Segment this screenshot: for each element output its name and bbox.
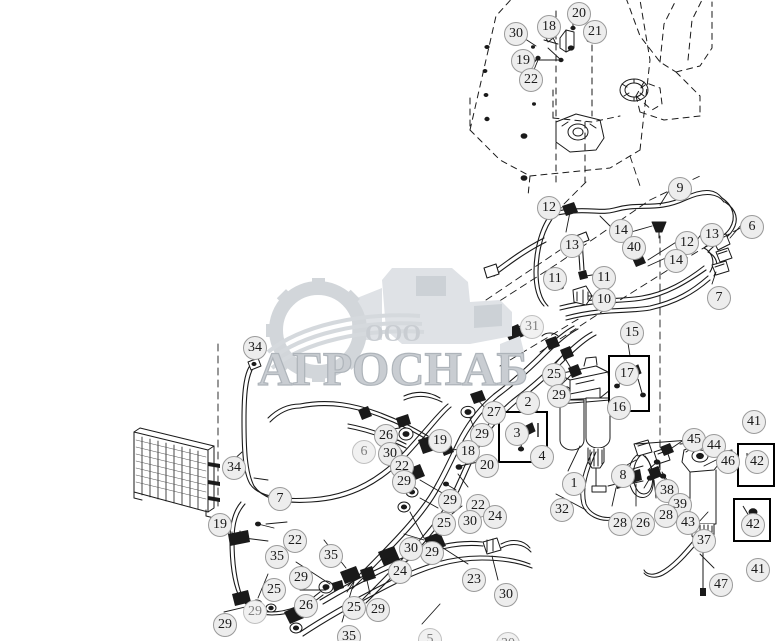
callout-12[interactable]: 12 <box>537 196 561 220</box>
callout-29[interactable]: 29 <box>420 541 444 565</box>
watermark-agrosnab: ООО АГРОСНАБ <box>257 268 529 397</box>
fitting-27-29 <box>460 390 486 419</box>
hose-9 <box>551 190 725 217</box>
callout-28[interactable]: 28 <box>654 504 678 528</box>
callout-1[interactable]: 1 <box>562 472 586 496</box>
callout-24[interactable]: 24 <box>483 505 507 529</box>
callout-8[interactable]: 8 <box>611 464 635 488</box>
union-10 <box>572 285 593 306</box>
callout-6[interactable]: 6 <box>740 215 764 239</box>
callout-9[interactable]: 9 <box>668 177 692 201</box>
callout-28[interactable]: 28 <box>608 512 632 536</box>
callout-11[interactable]: 11 <box>543 267 567 291</box>
callout-17[interactable]: 17 <box>615 362 639 386</box>
callout-2[interactable]: 2 <box>516 391 540 415</box>
callout-29[interactable]: 29 <box>366 598 390 622</box>
bearing-ring <box>619 78 649 102</box>
callout-27[interactable]: 27 <box>482 401 506 425</box>
callout-18[interactable]: 18 <box>537 15 561 39</box>
frame-fastener-dots <box>482 45 536 181</box>
callout-7[interactable]: 7 <box>707 286 731 310</box>
clamp-26-mid <box>318 580 344 594</box>
callout-22[interactable]: 22 <box>519 68 543 92</box>
hose-14-left <box>533 211 557 307</box>
callout-42[interactable]: 42 <box>745 450 769 474</box>
callout-29[interactable]: 29 <box>213 613 237 637</box>
callout-31[interactable]: 31 <box>520 315 544 339</box>
callout-29[interactable]: 29 <box>243 600 267 624</box>
callout-11[interactable]: 11 <box>592 266 616 290</box>
callout-30[interactable]: 30 <box>504 22 528 46</box>
fitting-6-left-lower <box>358 406 372 420</box>
callout-23[interactable]: 23 <box>462 568 486 592</box>
callout-35[interactable]: 35 <box>337 625 361 641</box>
callout-29[interactable]: 29 <box>547 384 571 408</box>
fitting-26-30-left <box>395 414 414 455</box>
callout-34[interactable]: 34 <box>222 456 246 480</box>
callout-22[interactable]: 22 <box>283 529 307 553</box>
callout-19[interactable]: 19 <box>428 429 452 453</box>
callout-25[interactable]: 25 <box>542 363 566 387</box>
callout-46[interactable]: 46 <box>716 450 740 474</box>
callout-13[interactable]: 13 <box>560 234 584 258</box>
oil-cooler-core <box>133 427 220 519</box>
callout-40[interactable]: 40 <box>622 236 646 260</box>
callout-3[interactable]: 3 <box>505 422 529 446</box>
callout-6[interactable]: 6 <box>352 440 376 464</box>
pump-mount-detail <box>555 113 605 153</box>
callout-30[interactable]: 30 <box>458 510 482 534</box>
fitting-11b <box>578 270 588 280</box>
callout-26[interactable]: 26 <box>631 512 655 536</box>
callout-37[interactable]: 37 <box>692 529 716 553</box>
callout-42[interactable]: 42 <box>741 513 765 537</box>
fuel-line-far-left-upper <box>267 403 301 423</box>
callout-7[interactable]: 7 <box>268 487 292 511</box>
callout-25[interactable]: 25 <box>432 512 456 536</box>
fuel-line-left-upper <box>299 401 429 449</box>
callout-29[interactable]: 29 <box>438 489 462 513</box>
callout-30[interactable]: 30 <box>399 537 423 561</box>
callout-30[interactable]: 30 <box>494 583 518 607</box>
callout-34[interactable]: 34 <box>243 336 267 360</box>
callout-25[interactable]: 25 <box>342 596 366 620</box>
clamp-35-right <box>340 566 376 584</box>
callout-41[interactable]: 41 <box>742 410 766 434</box>
watermark-name: АГРОСНАБ <box>258 343 529 396</box>
callout-35[interactable]: 35 <box>265 545 289 569</box>
clamp-19 <box>228 530 250 546</box>
callout-26[interactable]: 26 <box>294 594 318 618</box>
callout-41[interactable]: 41 <box>746 558 770 582</box>
callout-25[interactable]: 25 <box>262 578 286 602</box>
callout-15[interactable]: 15 <box>620 321 644 345</box>
callout-35[interactable]: 35 <box>319 544 343 568</box>
callout-14[interactable]: 14 <box>664 249 688 273</box>
callout-47[interactable]: 47 <box>709 573 733 597</box>
fitting-30-right <box>482 537 532 555</box>
callout-32[interactable]: 32 <box>550 498 574 522</box>
valve-fitting-above-filter <box>545 336 560 350</box>
clip-40 <box>651 221 667 239</box>
callout-20[interactable]: 20 <box>475 454 499 478</box>
watermark-ooo: ООО <box>365 321 421 347</box>
callout-10[interactable]: 10 <box>592 288 616 312</box>
callout-16[interactable]: 16 <box>607 396 631 420</box>
callout-19[interactable]: 19 <box>208 513 232 537</box>
callout-21[interactable]: 21 <box>583 20 607 44</box>
callout-4[interactable]: 4 <box>530 445 554 469</box>
hose-13-left-stub <box>483 237 547 279</box>
callout-13[interactable]: 13 <box>700 223 724 247</box>
fitting-12a <box>562 202 578 216</box>
callout-29[interactable]: 29 <box>392 470 416 494</box>
callout-24[interactable]: 24 <box>388 560 412 584</box>
chassis-outline <box>469 0 713 197</box>
callout-29[interactable]: 29 <box>289 566 313 590</box>
